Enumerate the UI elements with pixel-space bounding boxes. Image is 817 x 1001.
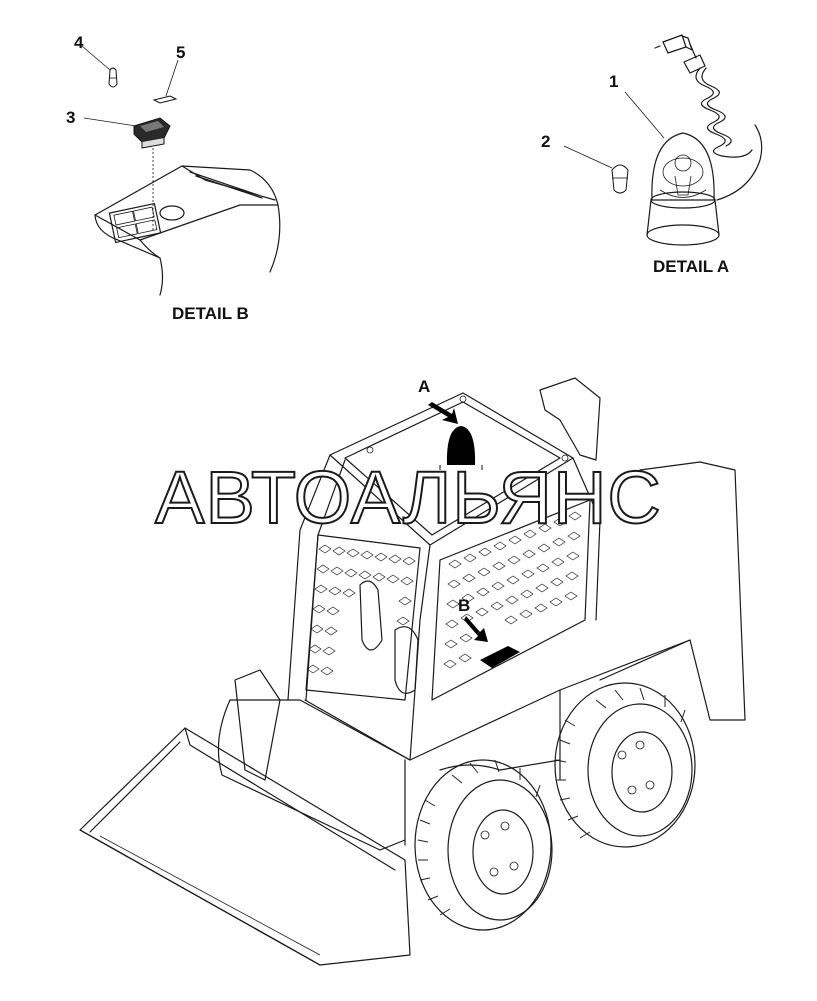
detail-b-label: DETAIL B — [172, 304, 249, 323]
callout-4: 4 — [74, 33, 84, 52]
detail-b-drawing — [81, 45, 281, 296]
watermark-text: АВТОАЛЬЯНС — [154, 455, 662, 540]
detail-a-label: DETAIL A — [653, 257, 730, 276]
callout-1: 1 — [609, 72, 619, 91]
arrow-b-label: B — [458, 596, 471, 615]
detail-a-drawing — [563, 34, 763, 246]
arrow-a-label: A — [418, 377, 431, 396]
callout-3: 3 — [66, 108, 76, 127]
callout-2: 2 — [541, 132, 551, 151]
callout-5: 5 — [176, 43, 186, 62]
skid-steer-loader-drawing — [79, 377, 746, 966]
